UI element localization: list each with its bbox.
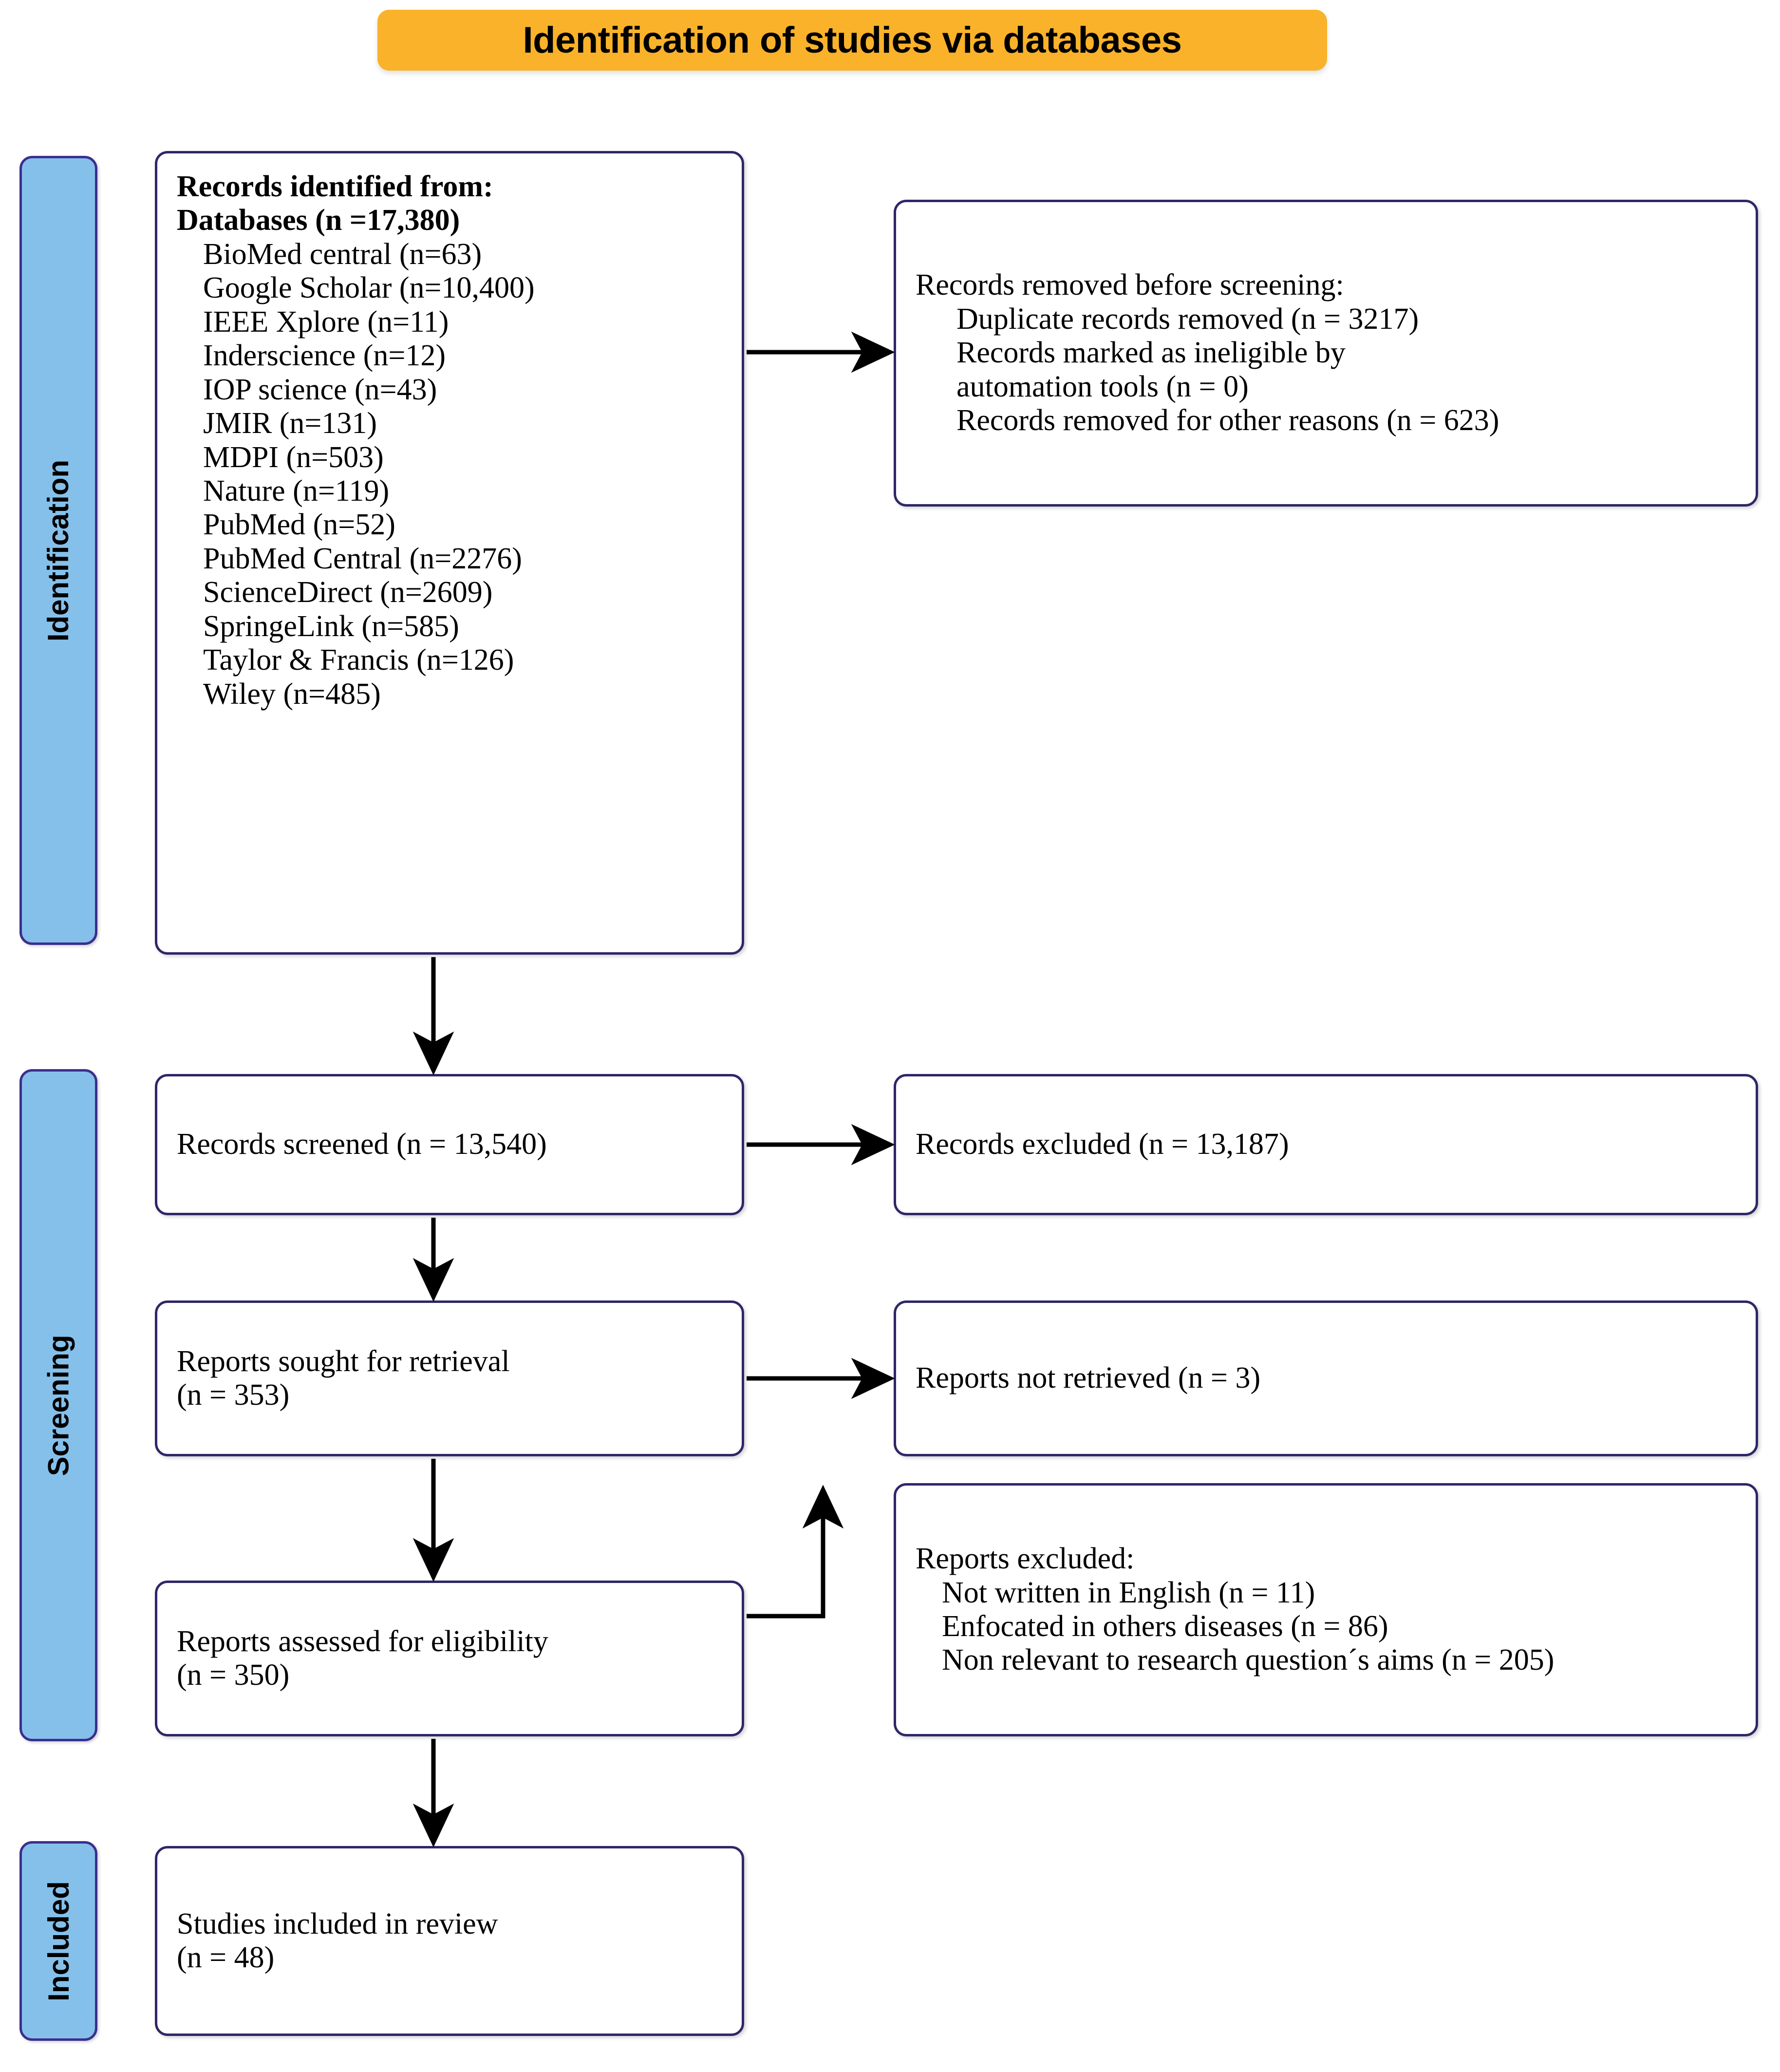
reports-excluded-heading: Reports excluded:	[916, 1542, 1135, 1576]
studies-included-count: (n = 48)	[177, 1941, 275, 1974]
source-item: BioMed central (n=63)	[203, 237, 482, 271]
reports-excluded-item: Not written in English (n = 11)	[942, 1576, 1315, 1609]
diagram-title-banner: Identification of studies via databases	[377, 10, 1327, 71]
reports-excluded-item: Non relevant to research question´s aims…	[942, 1643, 1555, 1677]
records-removed-item: Duplicate records removed (n = 3217)	[956, 302, 1419, 336]
box-reports-excluded: Reports excluded: Not written in English…	[894, 1483, 1758, 1736]
source-item: IOP science (n=43)	[203, 373, 437, 406]
reports-sought-count: (n = 353)	[177, 1378, 290, 1412]
reports-excluded-item: Enfocated in others diseases (n = 86)	[942, 1610, 1388, 1643]
page-title: Identification of studies via databases	[523, 19, 1182, 61]
source-item: SpringeLink (n=585)	[203, 609, 459, 643]
source-item: MDPI (n=503)	[203, 440, 384, 474]
records-removed-item: Records marked as ineligible by	[956, 336, 1346, 370]
source-item: Wiley (n=485)	[203, 677, 381, 711]
box-reports-sought: Reports sought for retrieval (n = 353)	[155, 1300, 744, 1456]
stage-label-screening: Screening	[42, 1334, 75, 1476]
records-identified-heading-2: Databases (n =17,380)	[177, 204, 460, 237]
reports-assessed-count: (n = 350)	[177, 1658, 290, 1692]
records-removed-item: automation tools (n = 0)	[956, 370, 1249, 403]
records-removed-heading: Records removed before screening:	[916, 268, 1344, 302]
box-records-identified: Records identified from: Databases (n =1…	[155, 151, 744, 955]
source-item: PubMed (n=52)	[203, 508, 395, 542]
box-records-screened: Records screened (n = 13,540)	[155, 1074, 744, 1215]
source-item: JMIR (n=131)	[203, 407, 377, 440]
stage-label-included: Included	[42, 1881, 75, 2001]
box-reports-not-retrieved: Reports not retrieved (n = 3)	[894, 1300, 1758, 1456]
source-item: IEEE Xplore (n=11)	[203, 305, 449, 339]
records-excluded-text: Records excluded (n = 13,187)	[916, 1128, 1289, 1161]
stage-label-identification: Identification	[42, 459, 75, 641]
box-records-excluded: Records excluded (n = 13,187)	[894, 1074, 1758, 1215]
box-studies-included: Studies included in review (n = 48)	[155, 1846, 744, 2036]
records-screened-text: Records screened (n = 13,540)	[177, 1128, 547, 1161]
source-item: ScienceDirect (n=2609)	[203, 576, 493, 609]
box-reports-assessed: Reports assessed for eligibility (n = 35…	[155, 1581, 744, 1736]
studies-included-text: Studies included in review	[177, 1907, 498, 1940]
source-item: PubMed Central (n=2276)	[203, 542, 522, 575]
source-item: Nature (n=119)	[203, 474, 390, 508]
reports-not-retrieved-text: Reports not retrieved (n = 3)	[916, 1361, 1261, 1395]
records-removed-item: Records removed for other reasons (n = 6…	[956, 404, 1499, 437]
source-item: Google Scholar (n=10,400)	[203, 271, 535, 305]
stage-pill-included: Included	[19, 1841, 97, 2041]
source-item: Inderscience (n=12)	[203, 339, 446, 373]
stage-pill-identification: Identification	[19, 156, 97, 945]
reports-assessed-text: Reports assessed for eligibility	[177, 1624, 548, 1658]
stage-pill-screening: Screening	[19, 1069, 97, 1741]
arrow-assessed-to-reports-excluded	[747, 1485, 844, 1619]
box-records-removed: Records removed before screening: Duplic…	[894, 200, 1758, 507]
source-item: Taylor & Francis (n=126)	[203, 643, 514, 677]
records-identified-heading-1: Records identified from:	[177, 170, 493, 203]
reports-sought-text: Reports sought for retrieval	[177, 1344, 510, 1378]
